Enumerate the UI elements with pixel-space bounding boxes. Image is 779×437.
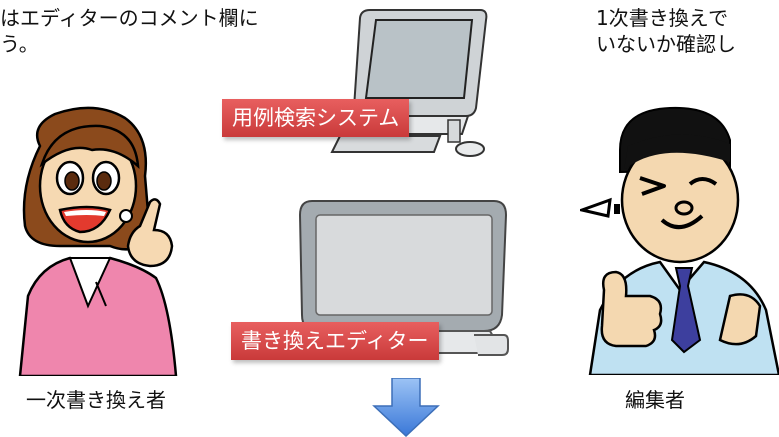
left-caption-line2: う。: [0, 32, 39, 56]
tablet-icon: [298, 200, 509, 356]
left-caption-line1: はエディターのコメント欄に: [0, 6, 259, 30]
woman-illustration: [18, 106, 178, 376]
right-caption: 1次書き換えで いないか確認し: [596, 6, 736, 56]
search-system-label: 用例検索システム: [222, 99, 410, 137]
down-arrow-icon: [372, 378, 440, 437]
editor-label: 書き換えエディター: [231, 322, 439, 360]
computer-icon: [330, 9, 488, 157]
left-caption: はエディターのコメント欄に う。: [0, 6, 259, 56]
man-illustration: [580, 106, 779, 375]
editor-person-label: 編集者: [625, 388, 685, 412]
right-caption-line2: いないか確認し: [596, 32, 736, 56]
right-caption-line1: 1次書き換えで: [596, 6, 729, 30]
first-rewriter-label: 一次書き換え者: [26, 388, 166, 412]
